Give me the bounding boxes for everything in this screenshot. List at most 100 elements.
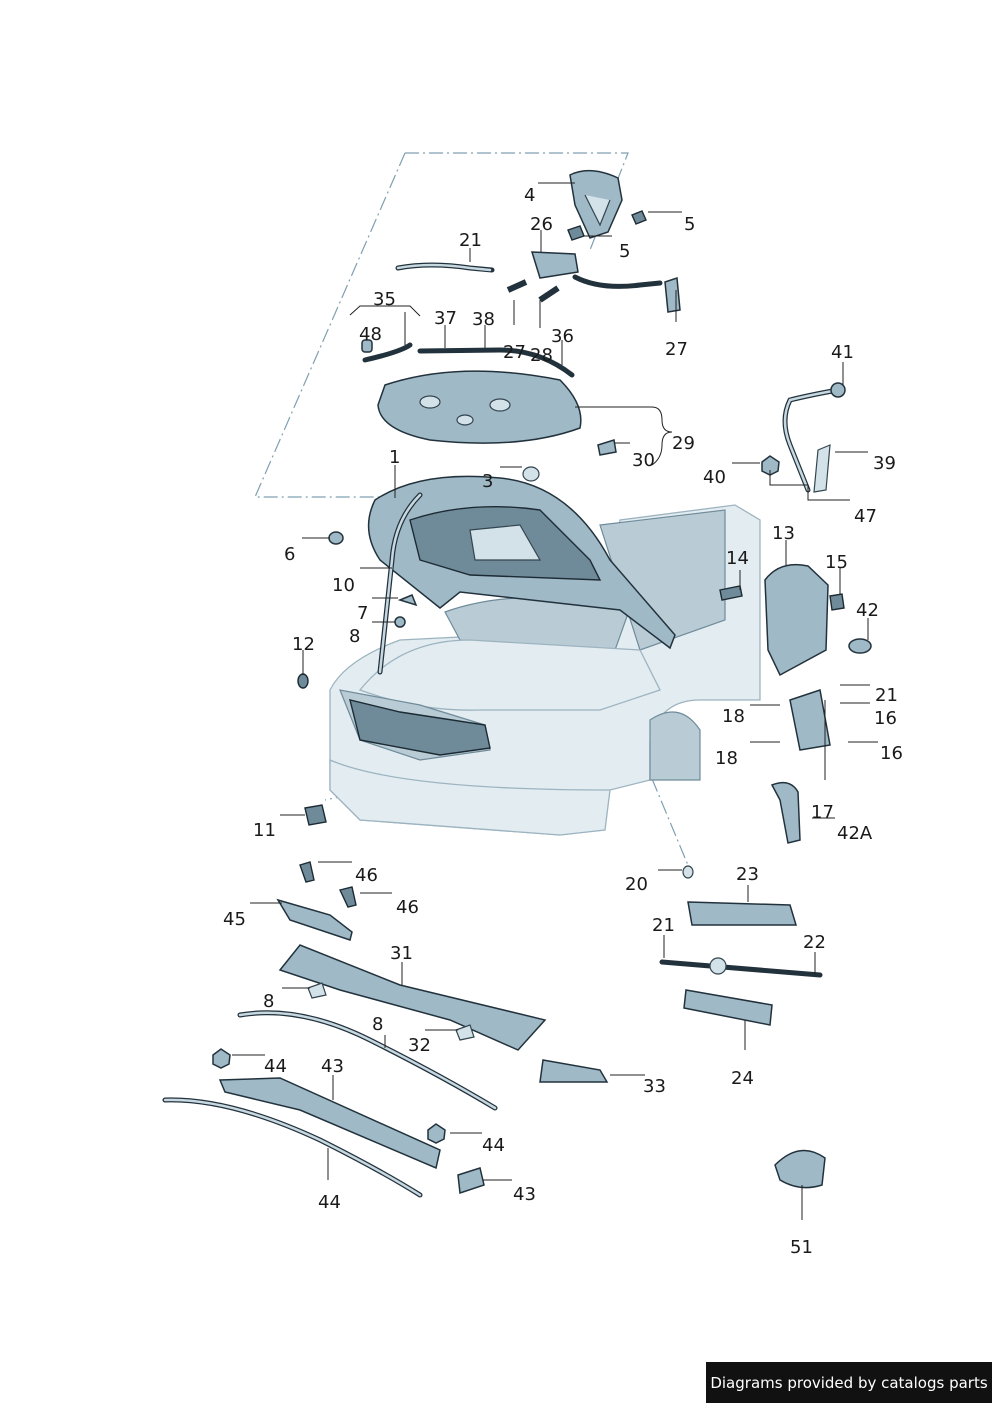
callout-51: 51 xyxy=(790,1237,813,1258)
callout-17: 17 xyxy=(811,802,834,823)
hood-panel xyxy=(367,475,676,650)
hinge-bracket xyxy=(764,563,829,677)
callout-43: 44 xyxy=(264,1056,287,1077)
clip xyxy=(297,673,309,689)
callout-39: 41 xyxy=(831,342,854,363)
callout-21: 21 xyxy=(652,915,675,936)
callout-44: 44 xyxy=(318,1192,341,1213)
callout-28: 29 xyxy=(672,433,695,454)
rubber-buffer xyxy=(522,466,540,482)
callout-27: 28 xyxy=(530,345,553,366)
bolt xyxy=(719,585,743,601)
callout-29: 30 xyxy=(632,450,655,471)
callout-42: 43 xyxy=(321,1056,344,1077)
callout-11: 11 xyxy=(253,820,276,841)
grommet xyxy=(394,616,406,628)
callout-labels: 4 5 5 21 26 27 27 28 35 48 3 7 38 36 29 3… xyxy=(223,185,903,1258)
callout-38: 40 xyxy=(703,467,726,488)
callout-20: 20 xyxy=(625,874,648,895)
callout-31: 8 xyxy=(372,1014,383,1035)
clip xyxy=(361,339,373,353)
car-body xyxy=(329,504,761,836)
rubber-buffer xyxy=(848,638,872,654)
callout-4: 4 xyxy=(524,185,535,206)
hood-lock xyxy=(530,251,579,279)
nut xyxy=(212,1048,231,1069)
callout-43: 44 xyxy=(482,1135,505,1156)
cover-upper xyxy=(687,901,798,926)
callout-21: 21 xyxy=(459,230,482,251)
cover-panel xyxy=(539,1059,609,1083)
callout-10: 10 xyxy=(332,575,355,596)
nut xyxy=(761,455,780,476)
nozzle xyxy=(830,382,846,398)
gas-strut xyxy=(813,444,831,493)
holder xyxy=(397,594,418,607)
sensor xyxy=(304,804,327,826)
nut xyxy=(427,1123,446,1144)
mat-clip xyxy=(597,439,617,456)
callout-15: 15 xyxy=(825,552,848,573)
callout-18: 18 xyxy=(722,706,745,727)
bolt xyxy=(506,279,560,303)
callout-23: 23 xyxy=(736,864,759,885)
water-box-panel xyxy=(278,944,547,1051)
callout-16: 16 xyxy=(880,743,903,764)
wash-pipe xyxy=(782,387,841,493)
bulkhead-seal xyxy=(162,1097,423,1198)
callout-13: 13 xyxy=(772,523,795,544)
bolt xyxy=(339,886,357,908)
callout-25: 26 xyxy=(530,214,553,235)
bulkhead-trim xyxy=(218,1077,441,1170)
callout-5: 5 xyxy=(684,214,695,235)
callout-24: 24 xyxy=(731,1068,754,1089)
clip xyxy=(455,1024,475,1041)
callout-21: 21 xyxy=(875,685,898,706)
callout-33: 35 xyxy=(373,289,396,310)
callout-3: 3 xyxy=(482,471,493,492)
grommet xyxy=(328,531,344,545)
callout-22: 22 xyxy=(803,932,826,953)
callout-48: 48 xyxy=(359,324,382,345)
callout-8: 8 xyxy=(263,991,274,1012)
callout-26: 27 xyxy=(665,339,688,360)
connector xyxy=(709,957,727,975)
hinge xyxy=(789,689,831,751)
callout-6: 6 xyxy=(284,544,295,565)
bolt xyxy=(567,225,585,241)
callout-1: 1 xyxy=(389,447,400,468)
watermark-banner: Diagrams provided by catalogs parts xyxy=(706,1362,992,1403)
callout-45: 45 xyxy=(223,909,246,930)
bolt xyxy=(829,593,845,611)
hood-insulation-mat xyxy=(377,370,582,444)
callout-8: 32 xyxy=(408,1035,431,1056)
handle xyxy=(770,781,801,844)
callout-8: 8 xyxy=(349,626,360,647)
clip-spring xyxy=(774,1149,826,1189)
bolt xyxy=(631,210,647,225)
leader-lines xyxy=(232,182,878,1220)
cap xyxy=(682,865,694,879)
callout-12: 12 xyxy=(292,634,315,655)
callout-36: 38 xyxy=(472,309,495,330)
callout-41: 42A xyxy=(837,823,873,844)
callout-34: 36 xyxy=(551,326,574,347)
grille-insert xyxy=(457,1167,485,1195)
callout-46: 46 xyxy=(355,865,378,886)
callout-47: 47 xyxy=(854,506,877,527)
lock-bracket xyxy=(664,276,681,313)
hood-seal-strip xyxy=(362,342,575,378)
callout-18: 18 xyxy=(715,748,738,769)
air-deflector xyxy=(276,898,353,941)
cable-with-connector xyxy=(659,959,823,978)
lock-cable xyxy=(572,274,663,289)
callout-27: 27 xyxy=(503,342,526,363)
callout-16: 16 xyxy=(874,708,897,729)
callout-32: 33 xyxy=(643,1076,666,1097)
cover-lower xyxy=(683,989,773,1026)
callout-42A: 43 xyxy=(513,1184,536,1205)
callout-30: 31 xyxy=(390,943,413,964)
callout-7: 7 xyxy=(357,603,368,624)
callout-5: 5 xyxy=(619,241,630,262)
